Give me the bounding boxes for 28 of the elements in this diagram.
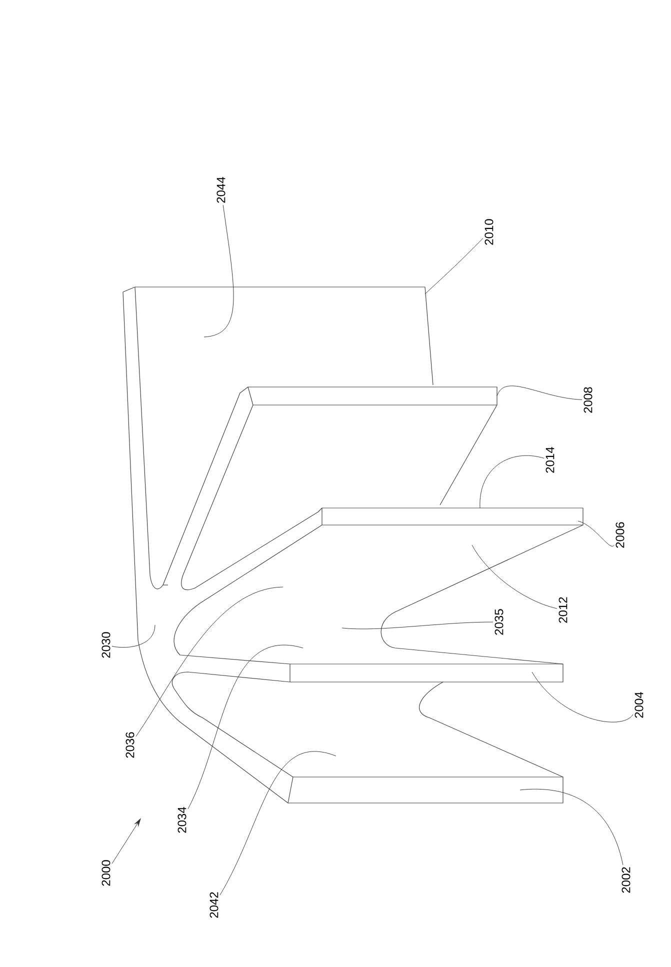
leader-line	[472, 544, 558, 609]
reference-numeral: 2012	[558, 597, 568, 623]
leader-line	[424, 238, 484, 294]
reference-numeral: 2042	[210, 892, 218, 918]
reference-numeral: 2044	[216, 177, 226, 203]
reference-numeral: 2008	[584, 387, 592, 413]
leader-line	[578, 520, 614, 546]
reference-numeral: 2035	[494, 609, 504, 635]
leader-line	[136, 586, 284, 737]
reference-numeral: 2000	[102, 860, 110, 886]
reference-numeral: 2010	[484, 219, 494, 245]
leader-line	[342, 622, 494, 630]
reference-numeral: 2006	[616, 522, 624, 548]
arrow	[112, 818, 141, 864]
leader-line	[480, 455, 544, 508]
leader-line	[220, 752, 336, 896]
leader-line	[112, 624, 156, 648]
leader-line	[188, 644, 304, 810]
reference-numeral: 2014	[546, 447, 554, 473]
reference-numeral: 2034	[178, 807, 186, 833]
leader-line	[204, 204, 234, 338]
reference-numeral: 2002	[622, 867, 630, 893]
reference-numeral: 2004	[634, 692, 644, 718]
leader-line	[532, 672, 634, 722]
leader-line	[496, 386, 582, 400]
reference-numeral: 2030	[102, 632, 110, 658]
reference-numeral: 2036	[126, 732, 134, 758]
leader-line	[520, 788, 624, 866]
